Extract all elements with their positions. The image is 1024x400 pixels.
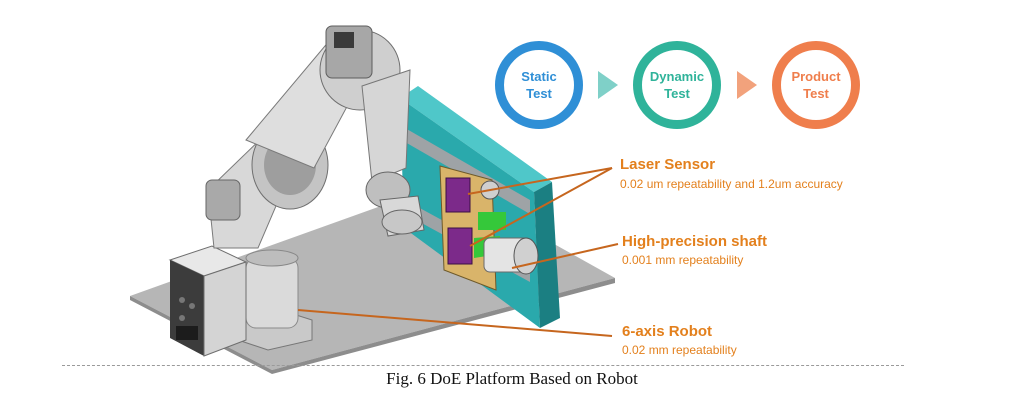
robot-leader [297, 309, 613, 337]
chevron-right-icon [598, 71, 618, 99]
chevron-right-icon [737, 71, 757, 99]
robot-forearm [361, 69, 411, 183]
figure-caption: Fig. 6 DoE Platform Based on Robot [386, 369, 638, 388]
shaft-title: High-precision shaft [622, 233, 768, 250]
dynamic-test-step: Dynamic Test [633, 41, 721, 129]
fixture-plate-top [400, 86, 552, 192]
robot-base-column [245, 257, 299, 329]
static-test-step: Static Test [495, 41, 583, 129]
robot-description: 0.02 mm repeatability [622, 343, 737, 357]
laser-sensor-upper [445, 177, 471, 213]
robot-base-top [245, 249, 299, 267]
laser-sensor-leader [469, 167, 613, 247]
controller-box-front [170, 260, 204, 356]
shaft-leader [511, 243, 619, 269]
laser-sensor-leader [467, 167, 613, 195]
product-test-label: Product Test [791, 69, 841, 101]
dynamic-test-label: Dynamic Test [649, 69, 705, 101]
laser-sensor-description: 0.02 um repeatability and 1.2um accuracy [620, 177, 843, 191]
product-test-step: Product Test [772, 41, 860, 129]
laser-sensor-title: Laser Sensor [620, 156, 716, 173]
laser-sensor-lower [447, 227, 473, 265]
static-test-label: Static Test [521, 69, 557, 101]
shaft-flange [513, 237, 539, 275]
green-clamp [478, 212, 506, 230]
robot-title: 6-axis Robot [622, 323, 713, 340]
divider [62, 365, 904, 366]
fixture-plate-side [534, 182, 560, 328]
shaft-description: 0.001 mm repeatability [622, 253, 744, 267]
controller-box-side [203, 261, 247, 357]
robot-joint-motor [205, 179, 241, 221]
